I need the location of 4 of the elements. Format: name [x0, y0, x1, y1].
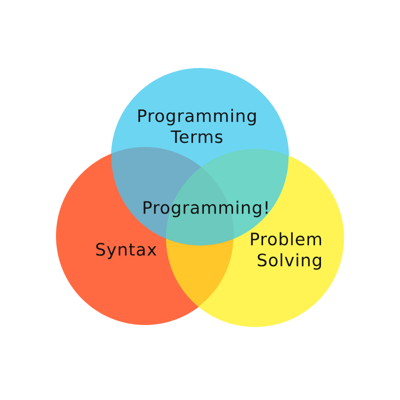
circle-label: Programming Terms [138, 108, 256, 144]
circle-label: Syntax [96, 242, 156, 260]
center-label: Programming! [144, 200, 268, 218]
circle-label: Problem Solving [251, 232, 322, 270]
